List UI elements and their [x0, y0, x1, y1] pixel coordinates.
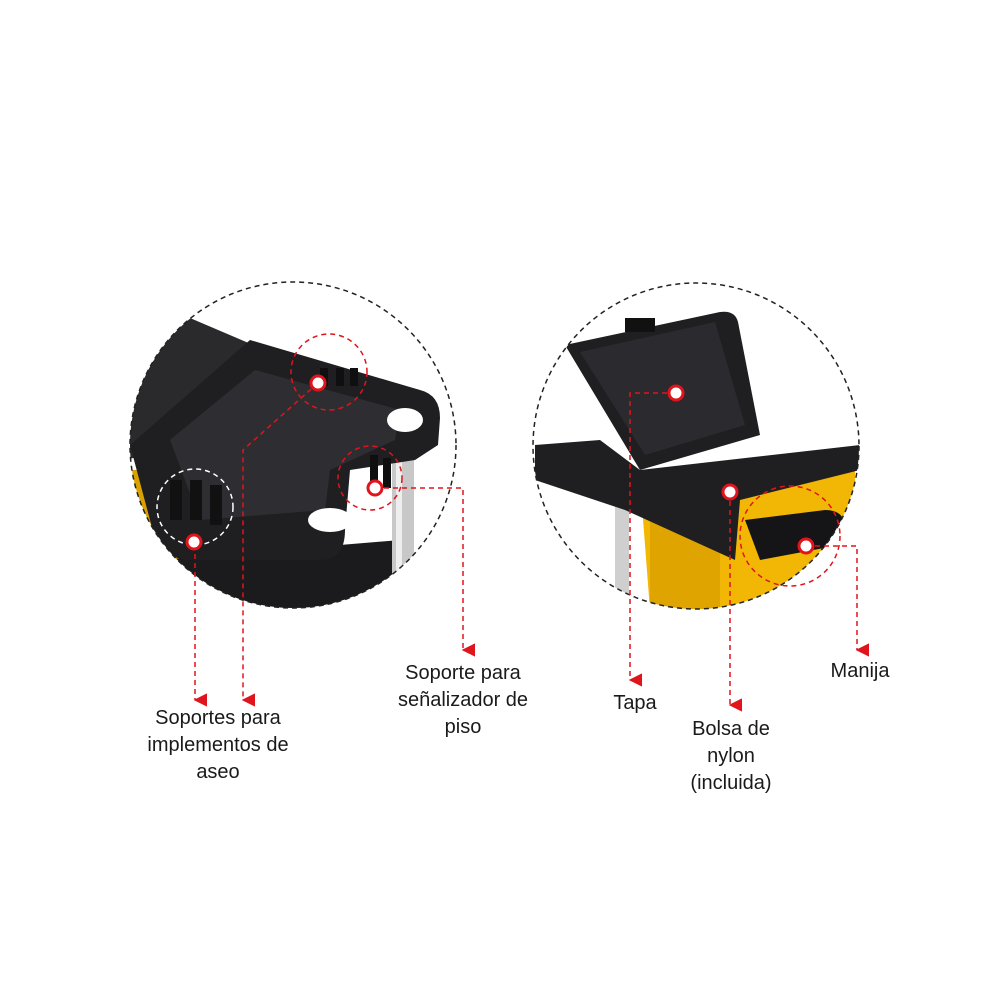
detail-circle-left — [129, 281, 457, 609]
label-utensil-holders: Soportes para implementos de aseo — [147, 707, 289, 783]
label-lid: Tapa — [613, 692, 657, 714]
cart-bin-photo — [533, 283, 859, 609]
leader-lines — [193, 382, 870, 712]
label-sign-holder: Soporte para señalizador de piso — [397, 662, 529, 738]
label-bag: Bolsa de nylon (incluida) — [690, 718, 772, 794]
cart-tray-photo — [130, 282, 456, 608]
callout-dots — [185, 374, 815, 555]
detail-circle-right — [532, 282, 860, 610]
label-handle: Manija — [830, 660, 890, 682]
